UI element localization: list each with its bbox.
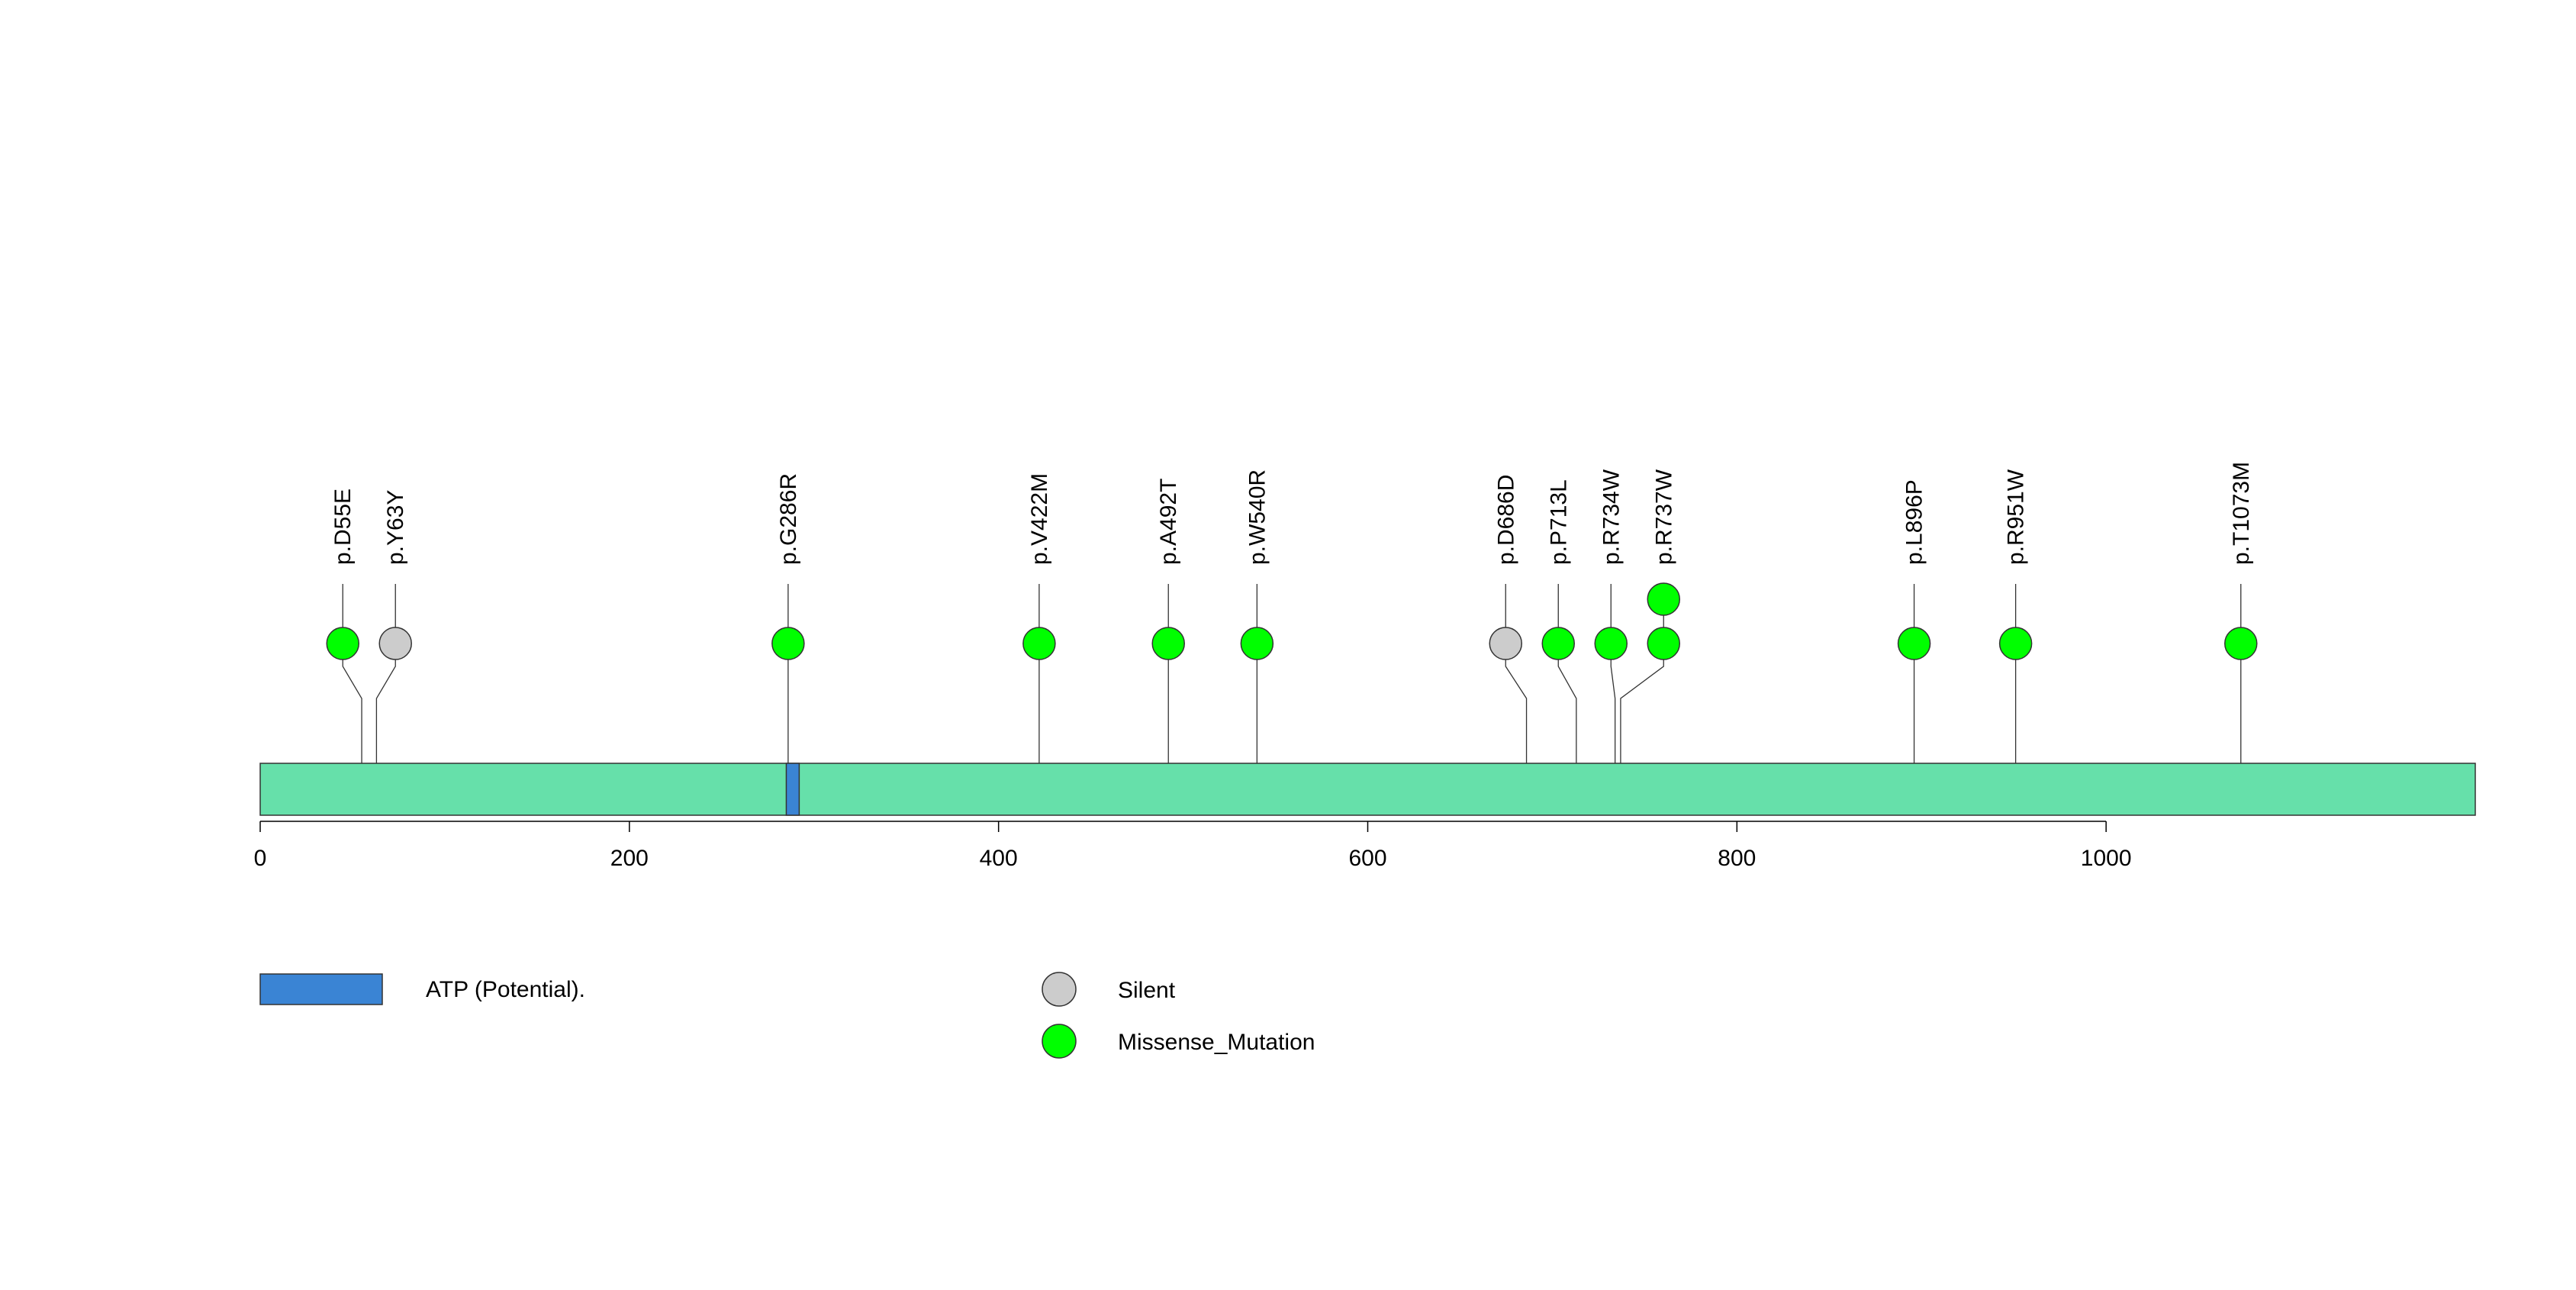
- legend-mutation-swatch: [1042, 1024, 1077, 1059]
- mutation-label: p.Y63Y: [383, 490, 408, 565]
- x-tick-label: 400: [980, 846, 1018, 871]
- mutation-marker: [1541, 627, 1576, 660]
- mutation-label: p.A492T: [1156, 479, 1181, 565]
- lollipops: p.D55E p.Y63Y p.G286R p.V422M p.A492T p.W540R…: [326, 462, 2258, 660]
- mutation-label: p.V422M: [1027, 473, 1052, 565]
- legend-mutation-label: Missense_Mutation: [1118, 1030, 1315, 1055]
- mutation-marker: [378, 627, 412, 660]
- mutation-leader-line: [1620, 584, 1664, 815]
- domain-atp: [785, 763, 800, 816]
- protein-backbone-layer: [259, 763, 2476, 816]
- mutation-label: p.W540R: [1245, 469, 1270, 565]
- mutation-leader-line: [1505, 584, 1528, 815]
- mutation-leader-line: [1610, 584, 1616, 815]
- legend-mutation-swatch: [1042, 972, 1077, 1007]
- mutation-label: p.R737W: [1651, 469, 1676, 565]
- mutation-marker: [1647, 627, 1681, 660]
- mutation-marker: [2224, 627, 2258, 660]
- mutation-marker: [1594, 627, 1628, 660]
- x-tick-label: 600: [1348, 846, 1386, 871]
- legend-domain-swatch: [259, 973, 383, 1005]
- mutation-marker: [1489, 627, 1523, 660]
- mutation-label: p.R734W: [1599, 469, 1624, 565]
- legend-mutation-label: Silent: [1118, 978, 1176, 1003]
- mutation-label: p.R951W: [2004, 469, 2029, 565]
- x-axis: 0 200 400 600 800 1000: [254, 821, 2132, 871]
- mutation-leader-line: [375, 584, 396, 815]
- mutation-label: p.D686D: [1493, 475, 1518, 565]
- mutation-marker: [1151, 627, 1185, 660]
- mutation-label: p.P713L: [1546, 479, 1571, 565]
- x-tick-label: 0: [254, 846, 267, 871]
- mutation-leader-line: [342, 584, 362, 815]
- mutation-marker: [1022, 627, 1056, 660]
- mutation-label: p.L896P: [1902, 479, 1927, 565]
- mutation-marker: [1240, 627, 1274, 660]
- mutation-label: p.D55E: [330, 489, 356, 565]
- protein-backbone: [259, 763, 2476, 816]
- x-tick-label: 1000: [2081, 846, 2132, 871]
- mutation-marker: [1998, 627, 2033, 660]
- mutation-marker: [1897, 627, 1931, 660]
- x-tick-label: 200: [610, 846, 649, 871]
- mutation-label: p.T1073M: [2229, 462, 2254, 565]
- mutation-marker: [326, 627, 359, 660]
- x-tick-label: 800: [1718, 846, 1756, 871]
- mutation-leader-line: [1557, 584, 1577, 815]
- leader-lines: [342, 584, 2242, 815]
- mutation-marker: [771, 627, 805, 660]
- legend-domain-label: ATP (Potential).: [426, 977, 585, 1002]
- mutation-marker: [1647, 582, 1681, 616]
- mutation-label: p.G286R: [776, 473, 801, 565]
